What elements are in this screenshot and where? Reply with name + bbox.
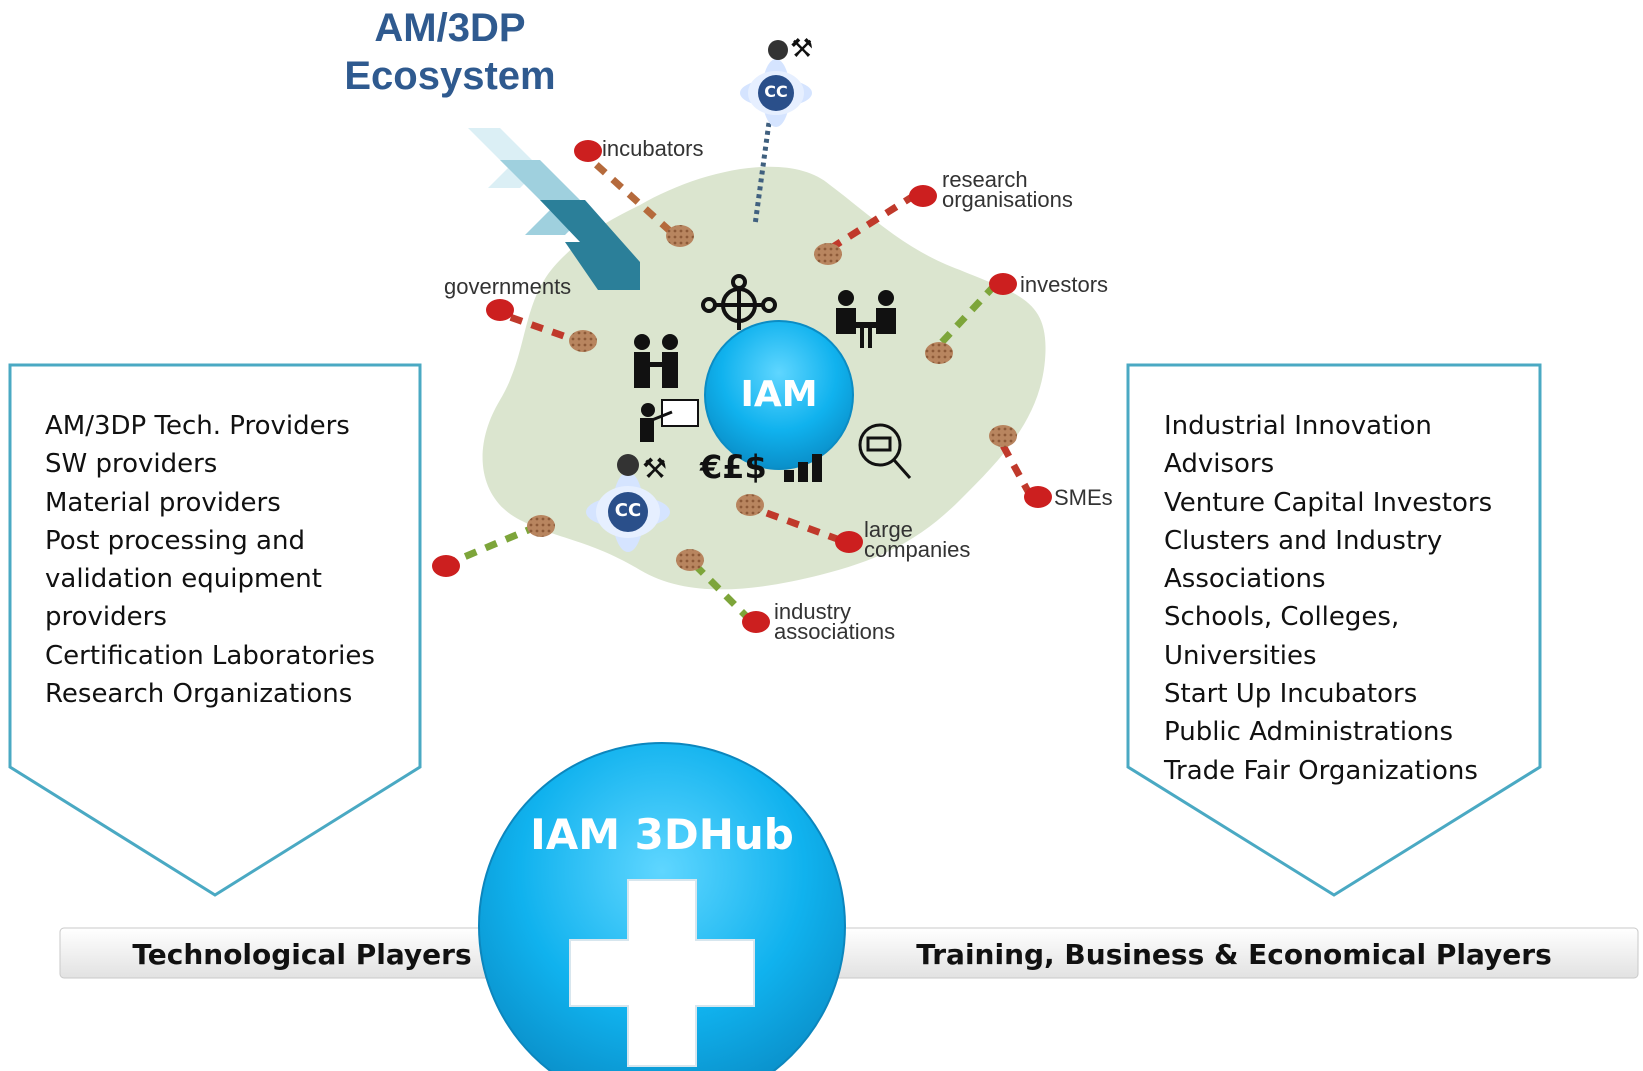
presenter-icon (640, 399, 699, 442)
bar-chart-icon (784, 454, 822, 482)
node-label-research-line1: research (942, 167, 1028, 192)
node-label-large-line2: companies (864, 537, 971, 562)
node-label-smes: SMEs (1054, 485, 1113, 510)
tools-icon-top: ⚒ (790, 34, 814, 64)
cc-label-top: CC (764, 82, 788, 101)
list-item: Start Up Incubators (1164, 679, 1418, 710)
list-item: Universities (1164, 640, 1317, 671)
list-item: Trade Fair Organizations (1164, 755, 1478, 786)
list-item: Schools, Colleges, (1164, 602, 1400, 633)
iam-center-label: IAM (740, 374, 818, 415)
list-item: Public Administrations (1164, 717, 1454, 748)
node-label-research-line2: organisations (942, 187, 1073, 212)
ecosystem-arrow (468, 128, 640, 290)
ecosystem-title: AM/3DP Ecosystem (300, 4, 600, 100)
cc-label-bottom: CC (614, 500, 642, 521)
cc-flower-top (740, 40, 812, 127)
node-label-industry-associations: industry associations (774, 599, 896, 644)
technological-players-label: Technological Players (132, 938, 472, 971)
network-icon (701, 274, 777, 330)
list-item: Material providers (45, 487, 281, 518)
list-item: Clusters and Industry (1164, 525, 1443, 556)
ecosystem-title-line1: AM/3DP (374, 6, 526, 50)
node-label-industry-line1: industry (774, 599, 852, 624)
connector-lines (443, 147, 1034, 623)
meeting-table-icon (836, 290, 896, 348)
list-item: Advisors (1164, 449, 1275, 480)
node-label-large-line1: large (864, 517, 913, 542)
node-label-research: research organisations (942, 167, 1073, 212)
node-label-industry-line2: associations (774, 619, 896, 644)
list-item: validation equipment (45, 564, 322, 595)
list-item: Post processing and (45, 525, 305, 556)
node-label-governments: governments (444, 274, 572, 299)
list-item: AM/3DP Tech. Providers (45, 411, 350, 441)
tools-icon-bottom: ⚒ (642, 452, 668, 485)
list-item: Research Organizations (45, 679, 353, 710)
node-label-investors: investors (1020, 272, 1109, 297)
technological-players-list: AM/3DP Tech. Providers SW providers Mate… (45, 407, 375, 713)
node-label-large-companies: large companies (864, 517, 971, 562)
left-panel-shape (8, 363, 422, 897)
cc-flower-bottom (586, 454, 670, 552)
node-label-incubators: incubators (602, 136, 704, 161)
node-dots (432, 140, 1052, 633)
list-item: providers (45, 602, 167, 633)
ecosystem-title-line2: Ecosystem (344, 54, 556, 98)
economical-players-label: Training, Business & Economical Players (916, 938, 1552, 971)
currency-icon: €£$ (700, 448, 767, 486)
iam-circle (704, 320, 854, 470)
hub-title: IAM 3DHub (530, 810, 794, 859)
list-item: Venture Capital Investors (1164, 487, 1493, 518)
right-panel-shape (1126, 363, 1542, 897)
business-players-list: Industrial Innovation Advisors Venture C… (1164, 407, 1492, 790)
plus-icon (569, 879, 755, 1067)
list-item: Certification Laboratories (45, 640, 375, 671)
list-item: Associations (1164, 564, 1326, 595)
shop-search-icon (858, 423, 912, 479)
list-item: Industrial Innovation (1164, 411, 1432, 441)
handshake-icon (634, 334, 678, 388)
list-item: SW providers (45, 449, 218, 480)
